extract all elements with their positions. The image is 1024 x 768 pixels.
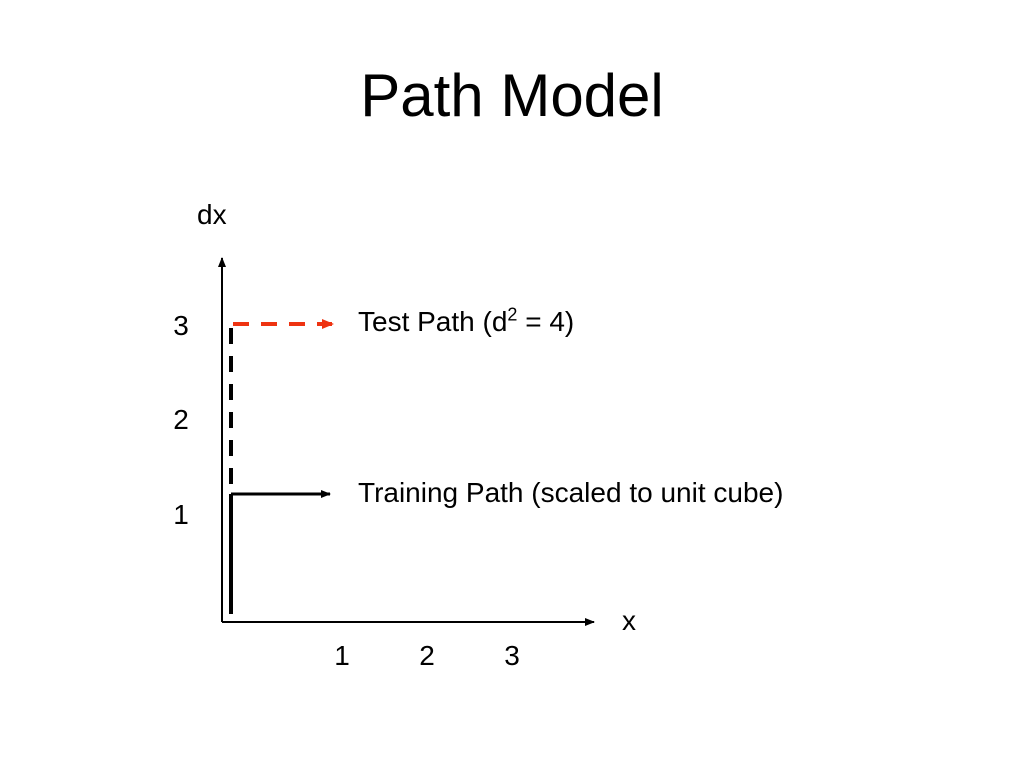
test-path-label-prefix: Test Path (d (358, 306, 508, 337)
y-tick-label: 3 (173, 310, 189, 341)
x-tick-label: 2 (419, 640, 435, 671)
x-tick-label: 1 (334, 640, 350, 671)
x-tick-label: 3 (504, 640, 520, 671)
slide-title: Path Model (360, 62, 664, 129)
training-path-label: Training Path (scaled to unit cube) (358, 477, 784, 508)
y-tick-label: 2 (173, 404, 189, 435)
x-axis-label: x (622, 605, 636, 636)
test-path-label-exponent: 2 (507, 304, 518, 325)
y-axis-label: dx (197, 199, 227, 230)
test-path-label-suffix: = 4) (517, 306, 575, 337)
test-path-label: Test Path (d2 = 4) (358, 305, 574, 339)
y-tick-label: 1 (173, 499, 189, 530)
